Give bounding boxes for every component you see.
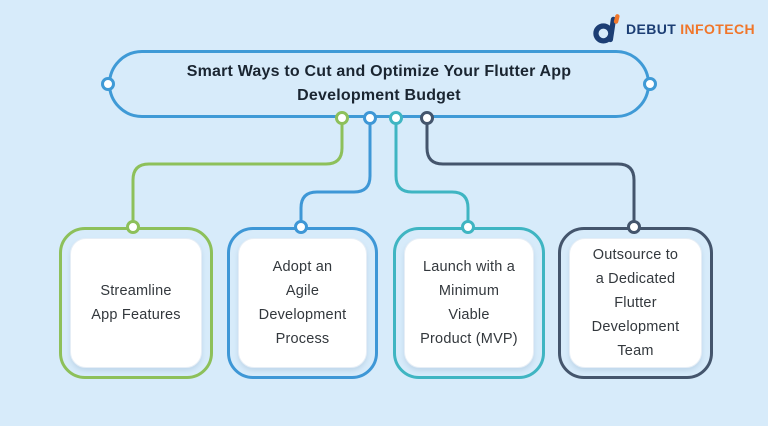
node-card-outsource-dedicated-team: Outsource to a Dedicated Flutter Develop… <box>558 227 713 379</box>
connector-line-agile <box>299 118 372 227</box>
brand-name-debut: DEBUT <box>626 21 677 37</box>
connector-line-outsource <box>425 118 636 227</box>
connector-line-mvp <box>394 118 470 227</box>
node-card-inner: Outsource to a Dedicated Flutter Develop… <box>569 238 702 368</box>
node-card-minimum-viable-product: Launch with a Minimum Viable Product (MV… <box>393 227 545 379</box>
node-card-streamline-app-features: Streamline App Features <box>59 227 213 379</box>
node-label: Outsource to a Dedicated Flutter Develop… <box>591 247 680 359</box>
node-label: Launch with a Minimum Viable Product (MV… <box>420 259 518 347</box>
node-card-agile-development-process: Adopt an Agile Development Process <box>227 227 378 379</box>
title-card: Smart Ways to Cut and Optimize Your Flut… <box>108 50 650 118</box>
page-title: Smart Ways to Cut and Optimize Your Flut… <box>186 63 572 104</box>
node-card-inner: Launch with a Minimum Viable Product (MV… <box>404 238 534 368</box>
node-card-inner: Adopt an Agile Development Process <box>238 238 367 368</box>
node-card-inner: Streamline App Features <box>70 238 202 368</box>
node-label: Adopt an Agile Development Process <box>258 259 347 347</box>
connector-line-streamline <box>131 118 344 227</box>
debut-d-icon <box>593 14 620 44</box>
node-label: Streamline App Features <box>91 283 181 323</box>
brand-name-infotech: INFOTECH <box>680 21 755 37</box>
